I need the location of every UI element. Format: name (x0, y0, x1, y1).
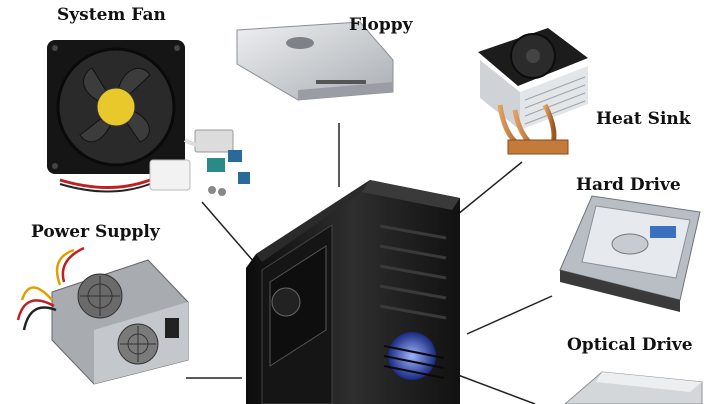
connector-line-heat-sink (451, 161, 523, 220)
floppy-label: Floppy (349, 15, 413, 35)
system-fan-image (47, 40, 250, 196)
heat-sink-label: Heat Sink (596, 109, 691, 129)
computer-case-image (246, 180, 460, 404)
power-supply-image (16, 246, 189, 385)
power-supply-label: Power Supply (31, 222, 160, 242)
optical-drive-label: Optical Drive (567, 335, 693, 355)
connector-line-optical-drive (457, 374, 536, 404)
hard-drive-image (559, 195, 701, 312)
hard-drive-label: Hard Drive (576, 175, 681, 195)
system-fan-label: System Fan (57, 5, 166, 25)
connector-lines (186, 123, 553, 404)
floppy-drive-image (236, 21, 394, 101)
heat-sink-image (478, 28, 588, 155)
optical-drive-image (564, 371, 703, 404)
connector-line-fan (201, 201, 255, 263)
connector-line-hard-drive (466, 295, 553, 335)
